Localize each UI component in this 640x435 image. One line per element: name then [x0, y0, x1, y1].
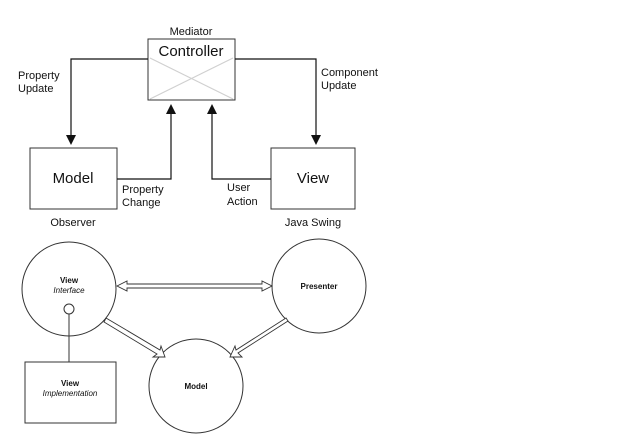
- model-label: Model: [53, 170, 94, 187]
- controller-label: Controller: [158, 43, 223, 60]
- interface-lollipop-icon: [63, 303, 75, 315]
- mvc-diagram: Mediator Controller Model Observer View …: [18, 26, 378, 229]
- user-action-label-line1: User: [227, 182, 251, 194]
- component-update-arrow: [235, 58, 321, 145]
- property-change-arrow: [117, 104, 176, 180]
- property-update-label-line2: Update: [18, 83, 53, 95]
- view-implementation-label-line1: View: [61, 379, 80, 388]
- controller-box: Controller: [147, 38, 236, 101]
- user-action-label-line2: Action: [227, 196, 258, 208]
- presenter-model-arrow: [229, 317, 289, 358]
- view-presenter-double-arrow: [115, 280, 274, 292]
- view-implementation-box: View Implementation: [24, 361, 117, 424]
- component-update-label-line2: Update: [321, 80, 356, 92]
- mvp-model-label: Model: [184, 382, 207, 391]
- property-change-label-line2: Change: [122, 197, 161, 209]
- mediator-label: Mediator: [170, 26, 213, 38]
- presenter-label: Presenter: [301, 282, 338, 291]
- view-interface-label-line2: Interface: [53, 286, 85, 295]
- view-model-arrow: [103, 317, 166, 358]
- observer-label: Observer: [50, 217, 96, 229]
- property-update-label-line1: Property: [18, 70, 60, 82]
- property-change-label-line1: Property: [122, 184, 164, 196]
- view-implementation-label-line2: Implementation: [43, 389, 98, 398]
- model-box: Model: [29, 147, 118, 210]
- user-action-arrow: [207, 104, 271, 180]
- mvp-model-circle: Model: [148, 338, 244, 434]
- mvp-diagram: View Interface Presenter Model View Impl…: [21, 238, 367, 434]
- component-update-label-line1: Component: [321, 67, 378, 79]
- view-interface-circle: View Interface: [21, 241, 117, 337]
- java-swing-label: Java Swing: [285, 217, 341, 229]
- property-update-arrow: [66, 58, 148, 145]
- view-label: View: [297, 170, 329, 187]
- controller-cross-line: [149, 57, 234, 100]
- view-interface-label-line1: View: [60, 276, 79, 285]
- view-box: View: [270, 147, 356, 210]
